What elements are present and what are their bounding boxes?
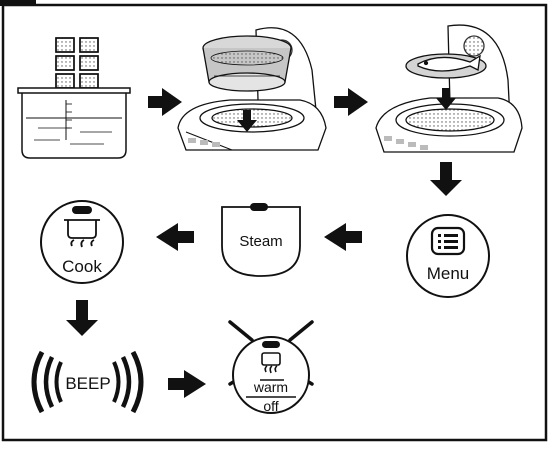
steam-basket-icon <box>202 35 292 92</box>
beep-label: BEEP <box>65 374 110 393</box>
measuring-cups-icon <box>55 37 99 89</box>
arrow-down-icon <box>237 110 257 132</box>
steam-button: Steam <box>221 203 301 277</box>
cook-label: Cook <box>62 257 102 276</box>
warm-label: warm <box>253 379 288 395</box>
beep-sound-icon <box>31 350 144 414</box>
menu-button: Menu <box>406 214 490 298</box>
pot-flame-icon <box>64 219 100 248</box>
keep-warm-icon <box>260 352 284 381</box>
inner-pot-with-water-icon <box>17 87 131 159</box>
arrow-right-icon <box>334 88 368 116</box>
arrow-down-icon <box>430 162 462 196</box>
menu-list-icon <box>430 226 466 256</box>
cook-button: Cook <box>40 200 124 284</box>
off-label: off <box>263 398 278 414</box>
arrow-right-icon <box>148 88 182 116</box>
plate-with-fish-icon <box>405 53 487 79</box>
steam-label: Steam <box>239 233 282 250</box>
diagram-border <box>1 3 548 442</box>
menu-label: Menu <box>427 264 470 283</box>
arrow-left-icon <box>156 223 194 251</box>
corner-tab <box>0 0 36 6</box>
arrow-down-icon <box>436 88 456 110</box>
warm-off-button: warm off <box>228 320 314 414</box>
arrow-left-icon <box>324 223 362 251</box>
arrow-down-icon <box>66 300 98 336</box>
arrow-right-icon <box>168 370 206 398</box>
